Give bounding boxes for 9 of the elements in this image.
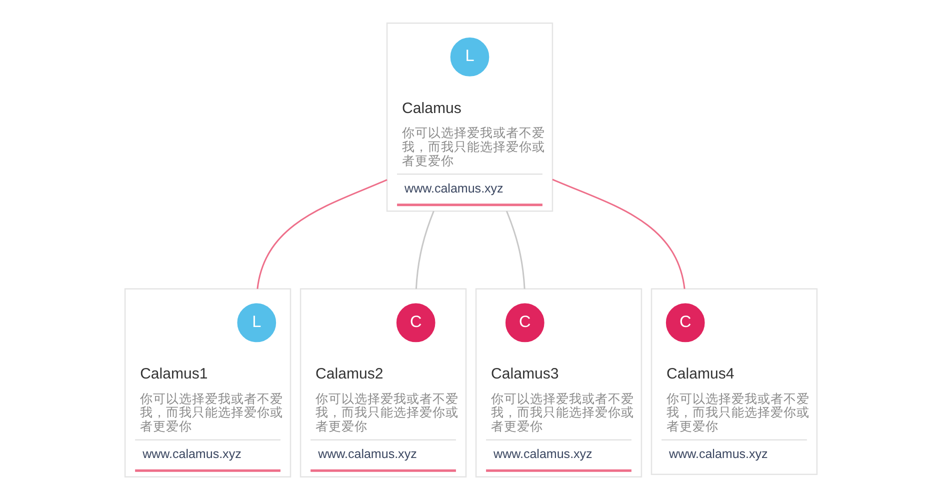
node-circle: L	[450, 38, 489, 76]
connector	[414, 210, 434, 289]
node-circle: C	[665, 303, 704, 342]
node-circle: C	[396, 303, 435, 342]
connector	[256, 179, 387, 289]
connector	[505, 210, 525, 289]
node-circle: C	[504, 303, 544, 342]
node-circle: L	[236, 303, 276, 342]
connector	[552, 178, 685, 289]
